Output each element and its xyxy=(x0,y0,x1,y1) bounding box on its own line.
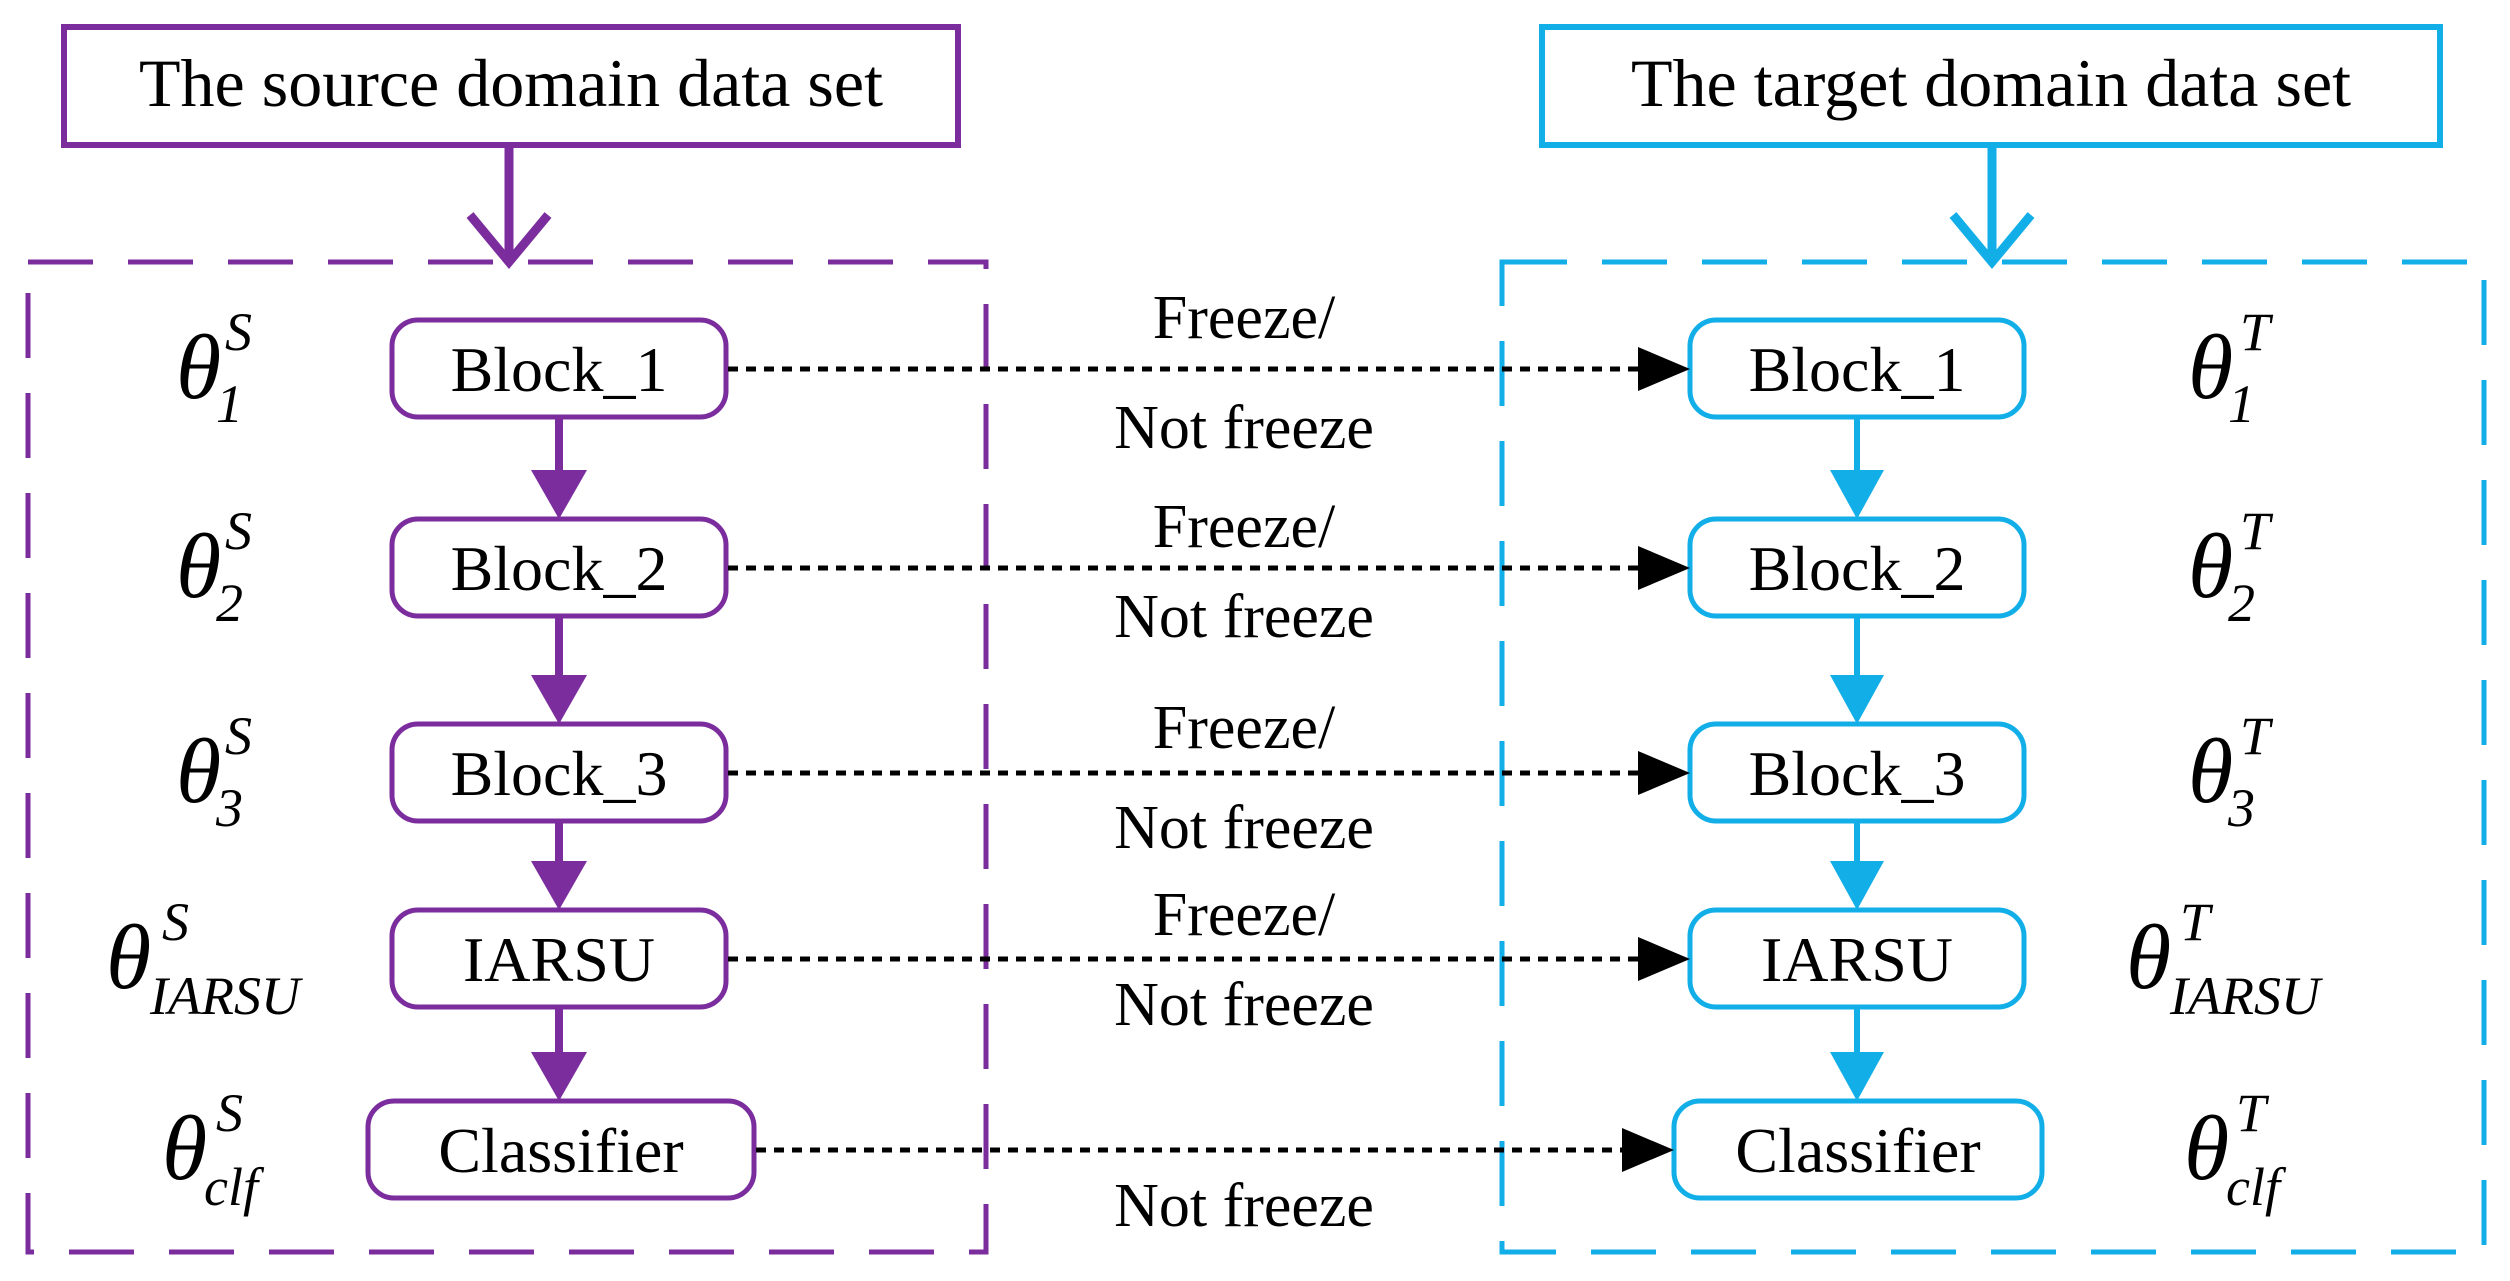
transfer-arrows xyxy=(728,366,1640,1153)
svg-text:2: 2 xyxy=(2228,573,2255,633)
target-block-classifier: Classifier xyxy=(1671,1098,2045,1201)
svg-text:Block_3: Block_3 xyxy=(451,738,668,809)
svg-text:θ: θ xyxy=(106,906,151,1008)
svg-text:θ: θ xyxy=(2126,906,2171,1008)
source-block-classifier: Classifier xyxy=(365,1098,757,1201)
transfer-iarsu-top-label: Freeze/ xyxy=(1153,881,1336,949)
svg-text:θ: θ xyxy=(2188,720,2233,822)
transfer-2-top-label: Freeze/ xyxy=(1153,493,1336,561)
svg-text:S: S xyxy=(216,1083,243,1143)
transfer-iarsu-bottom-label: Not freeze xyxy=(1114,971,1374,1039)
source-block-3: Block_3 xyxy=(389,721,729,824)
svg-text:T: T xyxy=(2240,302,2274,362)
svg-text:S: S xyxy=(225,501,252,561)
source-param-1: θ S 1 xyxy=(176,302,252,434)
svg-text:Block_2: Block_2 xyxy=(451,533,668,604)
target-title-box: The target domain data set xyxy=(1539,24,2443,148)
svg-text:Classifier: Classifier xyxy=(1735,1115,1980,1186)
svg-text:θ: θ xyxy=(162,1097,207,1199)
source-title-box: The source domain data set xyxy=(61,24,961,148)
transfer-3-top-label: Freeze/ xyxy=(1153,694,1336,762)
svg-text:1: 1 xyxy=(216,374,243,434)
transfer-2-bottom-label: Not freeze xyxy=(1114,583,1374,651)
source-domain-container xyxy=(25,259,989,1255)
target-block-3: Block_3 xyxy=(1687,721,2027,824)
target-param-2: θ T 2 xyxy=(2188,501,2274,633)
svg-text:θ: θ xyxy=(2184,1097,2229,1199)
svg-text:3: 3 xyxy=(215,778,243,838)
svg-text:IARSU: IARSU xyxy=(463,924,655,995)
svg-text:Classifier: Classifier xyxy=(438,1115,683,1186)
source-param-3: θ S 3 xyxy=(176,706,252,838)
source-block-1: Block_1 xyxy=(389,317,729,420)
svg-text:clf: clf xyxy=(204,1157,265,1217)
transfer-1-bottom-label: Not freeze xyxy=(1114,394,1374,462)
target-param-iarsu: θ T IARSU xyxy=(2126,892,2323,1026)
svg-text:S: S xyxy=(225,302,252,362)
source-block-2: Block_2 xyxy=(389,516,729,619)
svg-text:θ: θ xyxy=(2188,316,2233,418)
svg-text:S: S xyxy=(225,706,252,766)
svg-text:IARSU: IARSU xyxy=(1761,924,1953,995)
svg-text:Block_1: Block_1 xyxy=(451,334,668,405)
svg-text:Block_3: Block_3 xyxy=(1749,738,1966,809)
svg-text:T: T xyxy=(2240,706,2274,766)
svg-text:T: T xyxy=(2240,501,2274,561)
svg-text:T: T xyxy=(2236,1083,2270,1143)
target-block-2: Block_2 xyxy=(1687,516,2027,619)
svg-text:θ: θ xyxy=(2188,515,2233,617)
source-flow-arrows xyxy=(531,417,587,1101)
svg-text:clf: clf xyxy=(2226,1157,2287,1217)
svg-text:3: 3 xyxy=(2227,778,2255,838)
svg-text:IARSU: IARSU xyxy=(149,966,303,1026)
transfer-1-top-label: Freeze/ xyxy=(1153,284,1336,352)
svg-text:IARSU: IARSU xyxy=(2169,966,2323,1026)
transfer-classifier-bottom-label: Not freeze xyxy=(1114,1172,1374,1240)
svg-text:2: 2 xyxy=(216,573,243,633)
svg-text:θ: θ xyxy=(176,720,221,822)
target-domain-container xyxy=(1499,259,2487,1255)
svg-text:Block_2: Block_2 xyxy=(1749,533,1966,604)
transfer-3-bottom-label: Not freeze xyxy=(1114,794,1374,862)
svg-text:Block_1: Block_1 xyxy=(1749,334,1966,405)
target-param-clf: θ T clf xyxy=(2184,1083,2287,1217)
svg-text:S: S xyxy=(162,892,189,952)
source-entry-arrow xyxy=(466,145,552,270)
source-param-iarsu: θ S IARSU xyxy=(106,892,303,1026)
source-param-2: θ S 2 xyxy=(176,501,252,633)
svg-text:1: 1 xyxy=(2228,374,2255,434)
target-block-iarsu: IARSU xyxy=(1687,907,2027,1010)
source-param-clf: θ S clf xyxy=(162,1083,265,1217)
source-title: The source domain data set xyxy=(139,45,883,121)
source-block-iarsu: IARSU xyxy=(389,907,729,1010)
target-param-3: θ T 3 xyxy=(2188,706,2274,838)
svg-text:θ: θ xyxy=(176,316,221,418)
target-entry-arrow xyxy=(1949,145,2035,270)
target-block-1: Block_1 xyxy=(1687,317,2027,420)
transfer-arrowheads xyxy=(1622,347,1690,1172)
target-param-1: θ T 1 xyxy=(2188,302,2274,434)
target-title: The target domain data set xyxy=(1631,45,2351,121)
svg-text:θ: θ xyxy=(176,515,221,617)
svg-text:T: T xyxy=(2180,892,2214,952)
target-flow-arrows xyxy=(1830,417,1884,1101)
